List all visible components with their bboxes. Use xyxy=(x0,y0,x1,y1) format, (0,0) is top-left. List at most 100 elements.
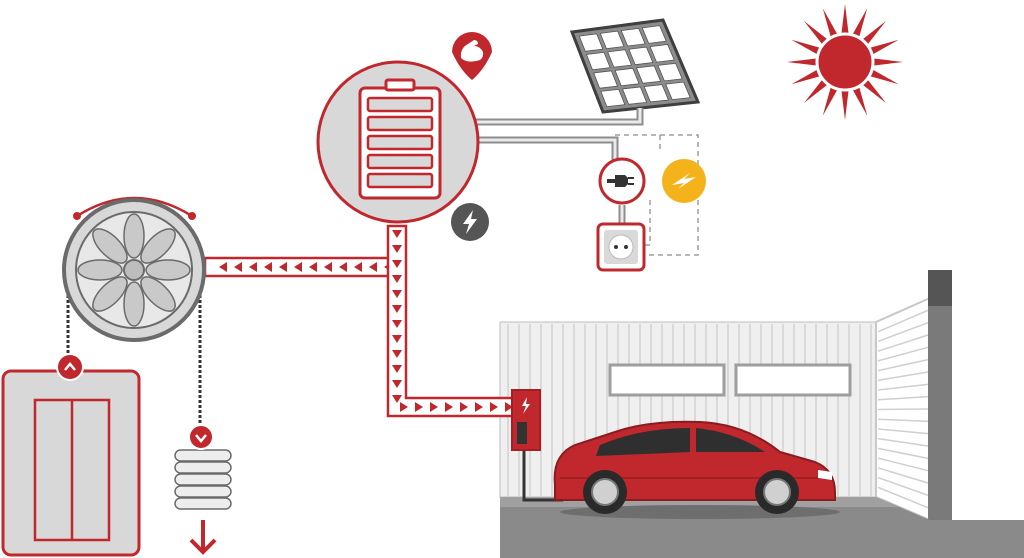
flow-battery-to-charger xyxy=(386,224,517,418)
flow-arrow xyxy=(505,402,513,412)
plug-icon xyxy=(607,175,634,187)
flow-arrow xyxy=(392,305,402,313)
battery-segment xyxy=(366,134,434,151)
sun-rays xyxy=(787,4,903,120)
flow-arrow xyxy=(249,262,257,272)
garage-pillar xyxy=(928,306,952,520)
flow-arrow xyxy=(392,365,402,373)
flow-arrow xyxy=(324,262,332,272)
wall-socket xyxy=(596,222,646,272)
chevron-down-icon xyxy=(195,434,207,443)
chevron-up-icon xyxy=(64,362,76,371)
solar-cell xyxy=(621,86,648,105)
flow-arrow xyxy=(369,262,377,272)
flow-arrow xyxy=(354,262,362,272)
garage-window-left xyxy=(608,363,726,397)
strength-badge xyxy=(452,32,492,80)
battery-segment xyxy=(366,172,434,189)
flow-arrow xyxy=(445,402,453,412)
lightning-icon xyxy=(672,173,696,189)
solar-cell xyxy=(628,46,654,66)
flow-arrow xyxy=(279,262,287,272)
fan-blade xyxy=(123,213,145,259)
battery-segment xyxy=(366,115,434,132)
solar-cell xyxy=(599,30,625,50)
garage-window-right xyxy=(734,363,852,397)
socket-icon xyxy=(608,234,634,260)
weight-plate xyxy=(174,449,232,462)
solar-cell xyxy=(593,70,619,89)
solar-cell xyxy=(620,27,646,47)
battery-charge-badge xyxy=(451,203,489,241)
solar-cell xyxy=(585,51,611,71)
weight-plate xyxy=(174,497,232,510)
flow-arrow xyxy=(430,402,438,412)
battery-level xyxy=(366,96,434,189)
solar-cell xyxy=(665,81,691,101)
grid-power xyxy=(662,159,706,203)
flow-arrow xyxy=(392,380,402,388)
fan-icon xyxy=(77,213,191,327)
car-wheel-front xyxy=(755,470,799,514)
elevator-motor-sheave xyxy=(62,196,206,428)
battery-storage xyxy=(316,60,480,224)
flow-arrow xyxy=(460,402,468,412)
flow-arrow xyxy=(392,260,402,268)
garage-chimney xyxy=(928,270,952,306)
solar-cell xyxy=(643,84,669,103)
flow-arrow xyxy=(219,262,227,272)
flow-arrow xyxy=(392,395,402,403)
arrow-down-icon xyxy=(189,520,217,555)
solar-cell xyxy=(657,62,683,82)
flow-arrow xyxy=(392,350,402,358)
battery-cables xyxy=(470,108,699,256)
battery-segment xyxy=(366,96,434,113)
flow-battery-to-motor xyxy=(203,256,407,278)
flow-arrow xyxy=(294,262,302,272)
flow-arrow xyxy=(392,335,402,343)
fan-blade xyxy=(140,276,176,312)
flow-arrow xyxy=(264,262,272,272)
solar-cell xyxy=(578,33,604,52)
flow-arrow xyxy=(234,262,242,272)
flow-arrow xyxy=(490,402,498,412)
solar-cell xyxy=(649,44,675,63)
flow-arrow xyxy=(400,402,408,412)
counterweight-down-badge xyxy=(188,424,214,450)
lightning-icon xyxy=(463,210,477,234)
fan-blade xyxy=(145,259,191,281)
garage-door-slats xyxy=(877,309,929,509)
flow-arrow xyxy=(415,402,423,412)
fan-blade xyxy=(77,259,123,281)
solar-cell xyxy=(614,67,640,87)
elevator-cabin xyxy=(1,353,141,557)
solar-cell xyxy=(635,65,662,84)
power-plug xyxy=(598,157,646,205)
elevator-up-badge xyxy=(56,353,84,381)
down-arrow xyxy=(189,520,217,555)
flow-arrow xyxy=(392,275,402,283)
flow-arrow xyxy=(392,290,402,298)
flow-arrow xyxy=(339,262,347,272)
weight-plate xyxy=(174,485,232,498)
fan-blade xyxy=(123,281,145,327)
sun xyxy=(787,4,903,120)
car-wheel-rear xyxy=(583,470,627,514)
weight-plate xyxy=(174,473,232,486)
solar-panel xyxy=(569,18,701,114)
solar-cells xyxy=(578,25,691,108)
flow-arrow xyxy=(392,320,402,328)
solar-cell xyxy=(607,49,633,68)
lightning-icon xyxy=(522,397,530,414)
counterweight xyxy=(174,424,232,510)
flow-arrow xyxy=(392,245,402,253)
weight-plate xyxy=(174,461,232,474)
battery-segment xyxy=(366,153,434,170)
solar-cell xyxy=(641,25,667,44)
electric-car xyxy=(553,420,840,519)
sun-core xyxy=(815,32,875,92)
flow-arrow xyxy=(475,402,483,412)
fan-blade xyxy=(140,228,176,264)
